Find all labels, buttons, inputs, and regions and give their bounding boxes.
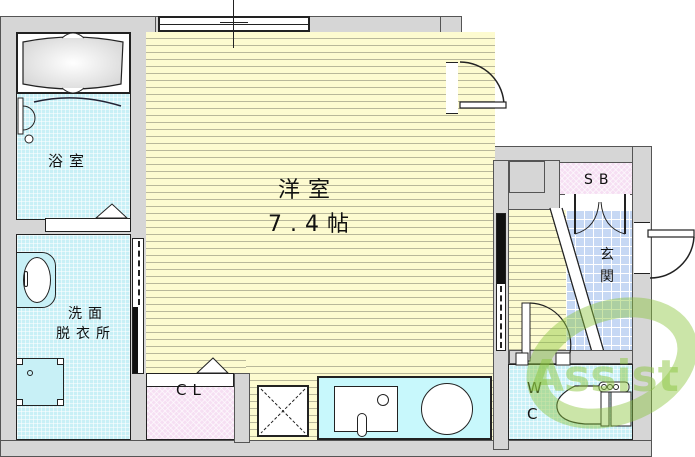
washroom-label-line2: 脱衣所: [56, 326, 116, 342]
shoe-box-floor: [559, 162, 633, 195]
sliding-door-panel-dashed: [500, 286, 502, 348]
balcony-door-opening[interactable]: [446, 62, 458, 114]
washroom-sliding-door[interactable]: [132, 238, 144, 374]
bathtub: [16, 32, 131, 94]
closet-door-triangle-icon: [195, 357, 230, 374]
drain-icon: [377, 394, 389, 406]
washbasin: [16, 252, 56, 308]
western-room-size: 7.4帖: [268, 212, 357, 237]
assist-watermark-logo: Assist: [526, 297, 695, 429]
shoe-box-door-strip: [565, 194, 630, 208]
entrance-label-line1: 玄関: [600, 247, 614, 285]
closet-label: CL: [176, 381, 207, 399]
bathroom-door[interactable]: [45, 218, 131, 232]
sliding-door-right[interactable]: [496, 213, 506, 351]
kitchen-counter: [317, 376, 492, 440]
entrance-step-line: [549, 207, 605, 353]
toilet-door-swing-icon[interactable]: [514, 302, 574, 367]
window-marker-horizontal: [220, 22, 248, 23]
washroom-label-line1: 洗面: [68, 306, 108, 322]
western-room-label: 洋室: [278, 178, 339, 203]
closet-floor: [146, 386, 235, 440]
toilet-label-line2: C: [527, 405, 538, 423]
stove-burner: [421, 383, 473, 435]
balcony-door-swing-icon: [459, 61, 507, 109]
closet-wall: [234, 373, 250, 443]
top-window: [158, 16, 310, 32]
entrance-upper-block: [508, 160, 560, 210]
sliding-door-panel: [497, 214, 505, 284]
shower-fixture-icon: [17, 97, 122, 144]
refrigerator-space: [257, 385, 309, 437]
window-marker-vertical: [233, 0, 234, 48]
toilet-label-line1: W: [527, 379, 542, 397]
front-door-opening[interactable]: [634, 222, 650, 274]
washing-machine-space: [16, 358, 64, 406]
outer-wall-bottom: [0, 440, 652, 457]
bathroom-label: 浴室: [48, 152, 91, 170]
kitchen-sink: [334, 386, 398, 437]
front-door-swing-icon: [647, 229, 695, 279]
closet-door[interactable]: [146, 373, 234, 387]
toilet-fixture-icon: [556, 381, 632, 427]
bathroom-door-triangle-icon: [94, 203, 129, 219]
svg-text:Assist: Assist: [530, 351, 679, 402]
shoe-box-label: SB: [584, 172, 615, 188]
shoe-box-doors-icon[interactable]: [565, 194, 635, 235]
faucet-icon: [357, 413, 367, 437]
